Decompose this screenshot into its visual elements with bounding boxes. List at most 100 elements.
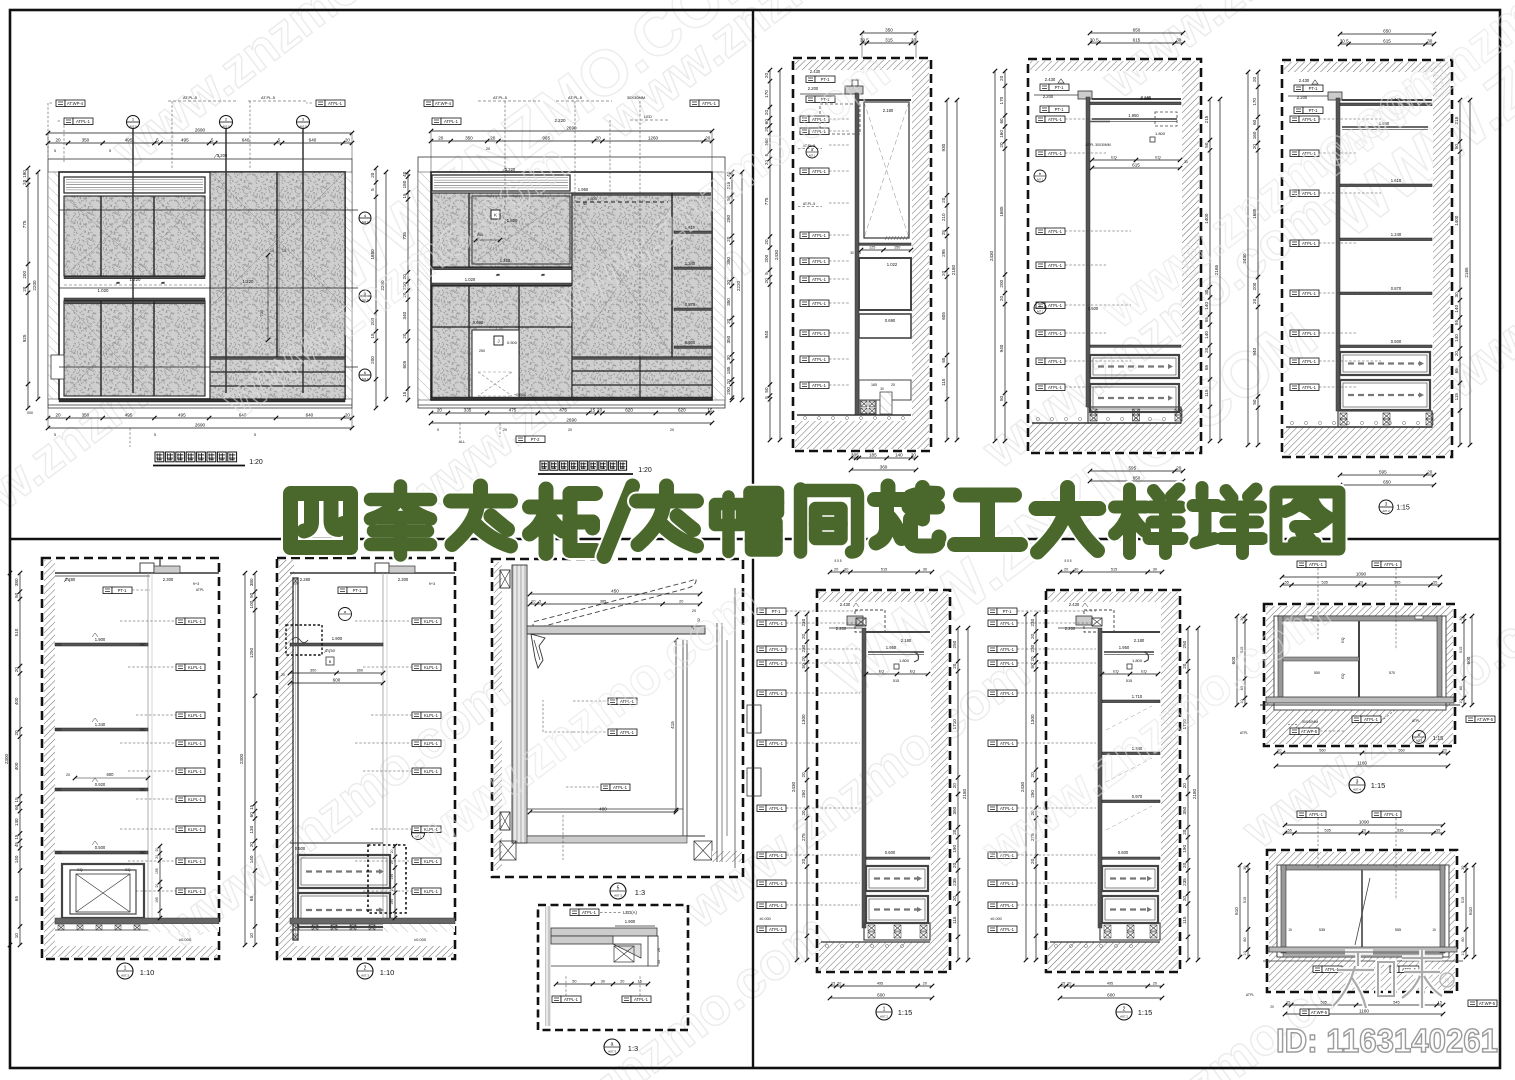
svg-text:30: 30 xyxy=(1454,292,1459,298)
svg-text:2.180: 2.180 xyxy=(883,108,894,113)
svg-text:AT.PL 30X30MM: AT.PL 30X30MM xyxy=(1085,143,1110,147)
svg-text:535: 535 xyxy=(1397,828,1403,832)
svg-text:10: 10 xyxy=(1243,951,1247,955)
svg-text:80: 80 xyxy=(1461,937,1465,941)
svg-text:55: 55 xyxy=(1454,320,1459,326)
svg-text:A07.3: A07.3 xyxy=(608,1050,616,1054)
svg-text:0.690: 0.690 xyxy=(473,320,484,325)
svg-text:0.500: 0.500 xyxy=(1391,339,1402,344)
svg-text:385: 385 xyxy=(600,599,606,603)
svg-text:ATPL-1: ATPL-1 xyxy=(1302,241,1317,246)
svg-text:65: 65 xyxy=(1204,364,1209,370)
svg-text:0.870: 0.870 xyxy=(685,302,696,307)
svg-text:45: 45 xyxy=(14,842,19,848)
svg-text:20: 20 xyxy=(801,772,806,778)
svg-text:20: 20 xyxy=(952,783,957,789)
svg-text:20: 20 xyxy=(1182,896,1187,902)
svg-text:2.430: 2.430 xyxy=(840,602,851,607)
svg-text:20: 20 xyxy=(531,599,535,603)
svg-text:ATPL-1: ATPL-1 xyxy=(812,169,827,174)
svg-text:30.5: 30.5 xyxy=(860,37,869,42)
svg-text:20: 20 xyxy=(620,979,624,983)
svg-text:55: 55 xyxy=(583,202,587,206)
svg-text:1.710: 1.710 xyxy=(1132,694,1143,699)
svg-text:165: 165 xyxy=(871,383,877,387)
svg-text:2.200: 2.200 xyxy=(1043,94,1054,99)
svg-text:2.165: 2.165 xyxy=(1391,97,1402,102)
svg-text:10: 10 xyxy=(1459,699,1463,703)
svg-text:535: 535 xyxy=(1394,580,1400,584)
svg-text:610: 610 xyxy=(1234,907,1239,915)
svg-text:0.870: 0.870 xyxy=(1391,286,1402,291)
svg-text:600: 600 xyxy=(333,677,341,682)
svg-text:20: 20 xyxy=(55,137,61,142)
svg-text:20: 20 xyxy=(834,567,838,571)
svg-text:200: 200 xyxy=(726,387,731,395)
svg-text:2.300: 2.300 xyxy=(163,577,174,582)
svg-text:AT.WP-5: AT.WP-5 xyxy=(1311,1010,1328,1015)
svg-text:965: 965 xyxy=(542,135,550,140)
svg-text:250: 250 xyxy=(479,349,485,353)
svg-text:ATPL-1: ATPL-1 xyxy=(812,331,827,336)
svg-text:140: 140 xyxy=(1204,302,1209,310)
svg-text:20: 20 xyxy=(55,412,61,417)
svg-text:2.200: 2.200 xyxy=(808,86,819,91)
svg-text:15: 15 xyxy=(270,249,274,253)
svg-text:AT.PL-5: AT.PL-5 xyxy=(493,95,508,100)
svg-text:20: 20 xyxy=(390,860,394,864)
svg-text:350: 350 xyxy=(465,135,473,140)
svg-text:55: 55 xyxy=(1433,580,1437,584)
svg-text:ATPL-1: ATPL-1 xyxy=(1048,229,1063,234)
svg-text:15: 15 xyxy=(1061,981,1065,985)
svg-text:ATPL-1: ATPL-1 xyxy=(1302,385,1317,390)
svg-text:925: 925 xyxy=(22,334,27,342)
svg-text:20: 20 xyxy=(1442,748,1446,752)
svg-text:65: 65 xyxy=(14,896,19,902)
svg-text:ATPL-1: ATPL-1 xyxy=(1302,151,1317,156)
svg-text:20: 20 xyxy=(437,407,443,412)
svg-text:130: 130 xyxy=(14,818,19,826)
svg-text:±0.000: ±0.000 xyxy=(990,917,1002,921)
svg-text:A07.3: A07.3 xyxy=(614,894,622,898)
svg-text:20: 20 xyxy=(438,135,444,140)
svg-text:50: 50 xyxy=(1030,663,1035,669)
svg-text:20: 20 xyxy=(801,858,806,864)
svg-text:ATPL-1: ATPL-1 xyxy=(1048,359,1063,364)
svg-text:515: 515 xyxy=(893,679,899,683)
svg-text:640: 640 xyxy=(306,412,314,417)
svg-text:275: 275 xyxy=(1030,833,1035,841)
svg-text:1:3: 1:3 xyxy=(628,1044,638,1053)
svg-text:ATPL-1: ATPL-1 xyxy=(769,903,784,908)
svg-text:940: 940 xyxy=(999,344,1004,352)
svg-text:A07.1: A07.1 xyxy=(1037,311,1044,314)
svg-text:570: 570 xyxy=(1389,671,1395,675)
svg-text:555: 555 xyxy=(1395,928,1401,932)
svg-text:1.250: 1.250 xyxy=(500,258,511,263)
svg-text:R: R xyxy=(1445,979,1450,985)
svg-text:ATPL: ATPL xyxy=(1412,719,1420,723)
svg-text:190: 190 xyxy=(952,845,957,853)
svg-text:615: 615 xyxy=(1133,37,1141,42)
svg-text:600: 600 xyxy=(1231,656,1236,664)
svg-text:1260: 1260 xyxy=(648,135,659,140)
svg-text:350: 350 xyxy=(885,27,893,32)
svg-text:605: 605 xyxy=(941,312,946,320)
svg-text:A07.1: A07.1 xyxy=(1037,179,1044,182)
svg-text:300: 300 xyxy=(357,668,363,672)
svg-text:1.800: 1.800 xyxy=(507,218,518,223)
svg-text:250: 250 xyxy=(801,790,806,798)
svg-text:20: 20 xyxy=(249,842,254,848)
svg-text:ATPL-1: ATPL-1 xyxy=(812,259,827,264)
svg-text:600: 600 xyxy=(1107,992,1115,997)
svg-text:80: 80 xyxy=(1459,686,1463,690)
svg-text:ATPL-1: ATPL-1 xyxy=(1302,117,1317,122)
svg-text:200: 200 xyxy=(764,254,769,262)
svg-text:1.950: 1.950 xyxy=(578,187,589,192)
svg-text:1250: 1250 xyxy=(249,647,254,658)
svg-text:ATPL-1: ATPL-1 xyxy=(1309,812,1324,817)
svg-text:15: 15 xyxy=(707,407,713,412)
svg-text:±0.000: ±0.000 xyxy=(179,937,192,942)
svg-text:30.5: 30.5 xyxy=(1340,38,1349,43)
svg-text:KLPL-1: KLPL-1 xyxy=(188,797,203,802)
svg-text:200: 200 xyxy=(370,317,375,325)
